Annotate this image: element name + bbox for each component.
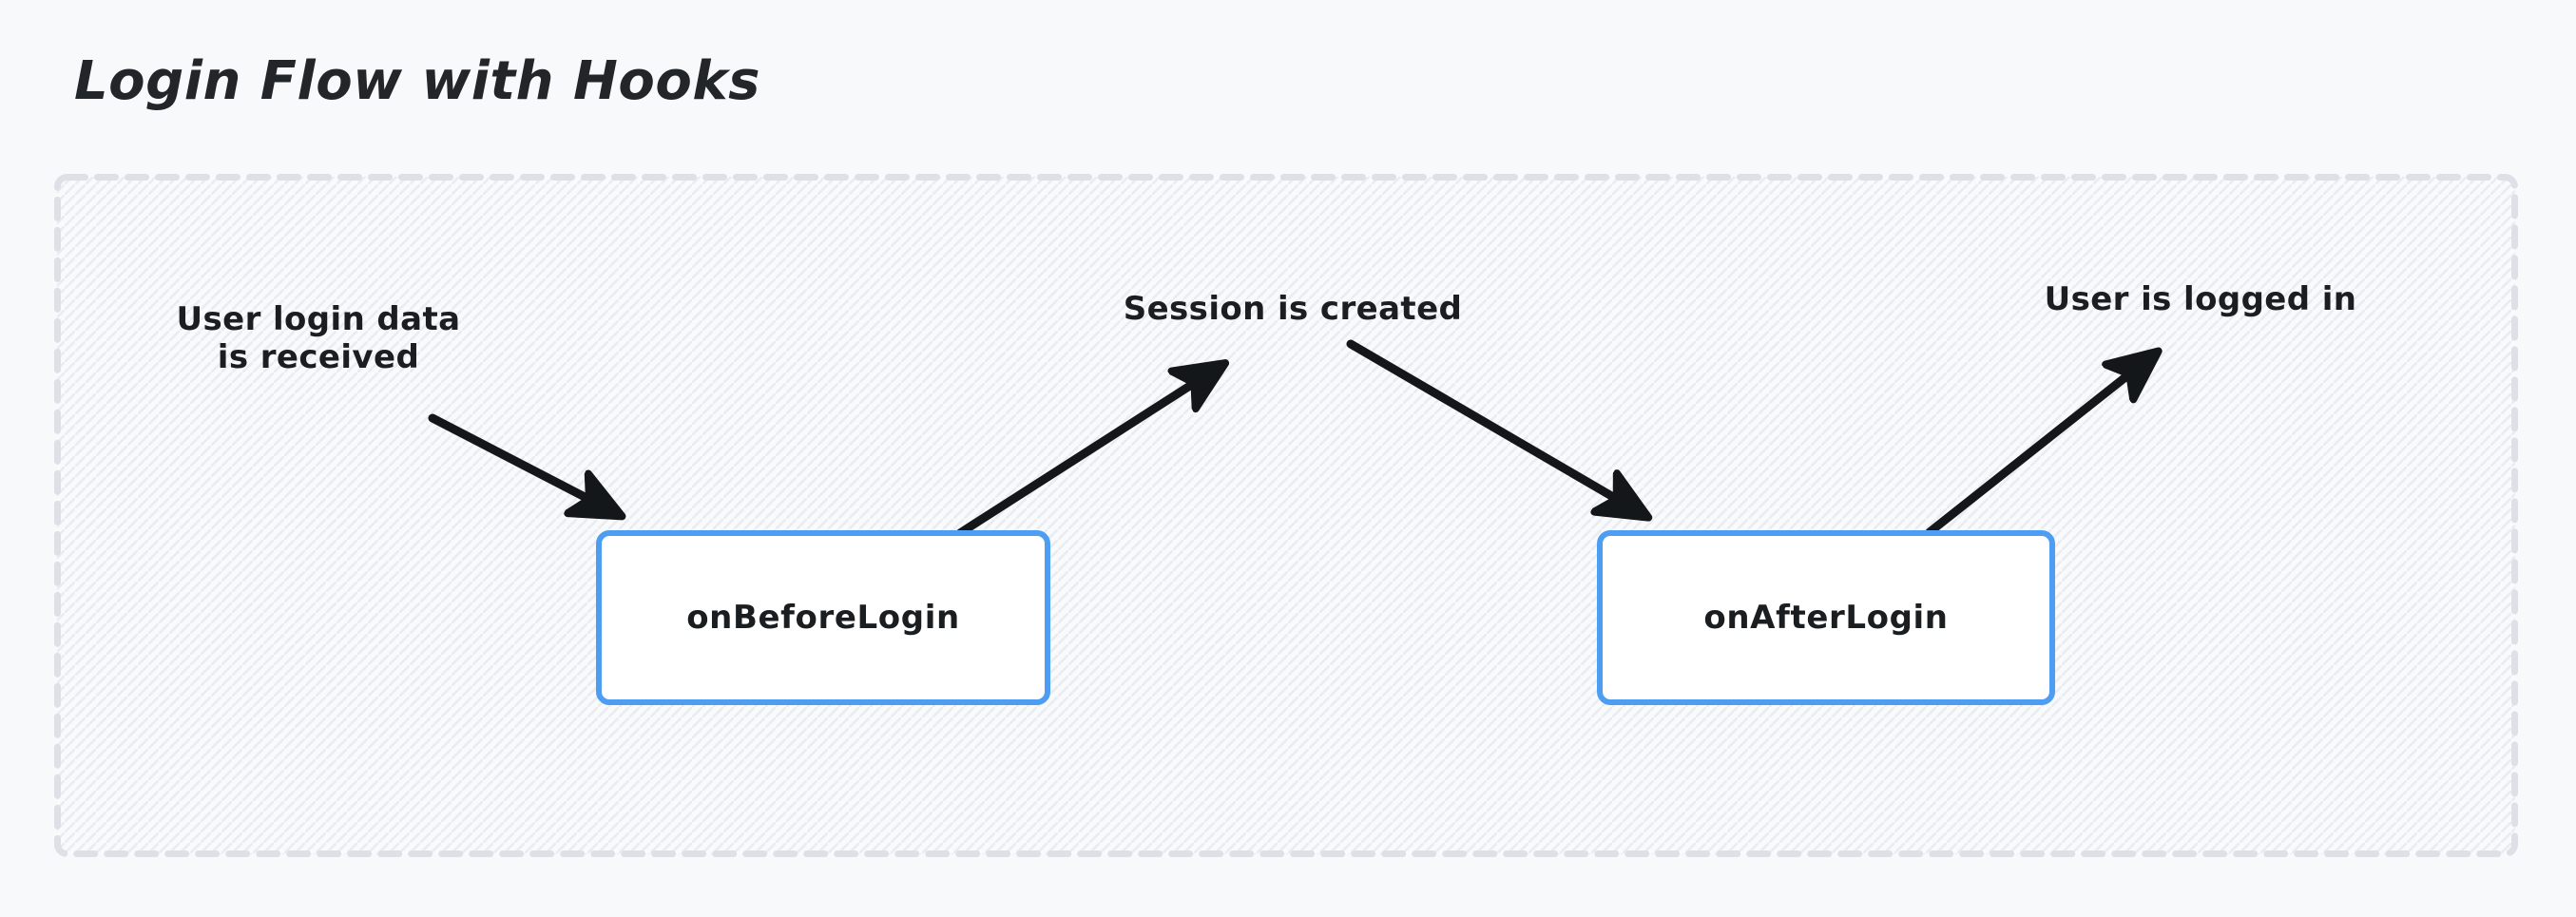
canvas-background — [54, 174, 2518, 857]
node-on-after-login[interactable]: onAfterLogin — [1597, 530, 2055, 705]
node-on-after-login-label: onAfterLogin — [1703, 599, 1949, 637]
flow-canvas — [54, 174, 2518, 857]
edge-label-user-login-data-received: User login data is received — [176, 300, 461, 377]
node-on-before-login-label: onBeforeLogin — [686, 599, 960, 637]
node-on-before-login[interactable]: onBeforeLogin — [596, 530, 1050, 705]
edge-label-user-is-logged-in: User is logged in — [2044, 280, 2357, 318]
edge-label-session-is-created: Session is created — [1123, 290, 1463, 328]
page-title: Login Flow with Hooks — [74, 50, 760, 112]
